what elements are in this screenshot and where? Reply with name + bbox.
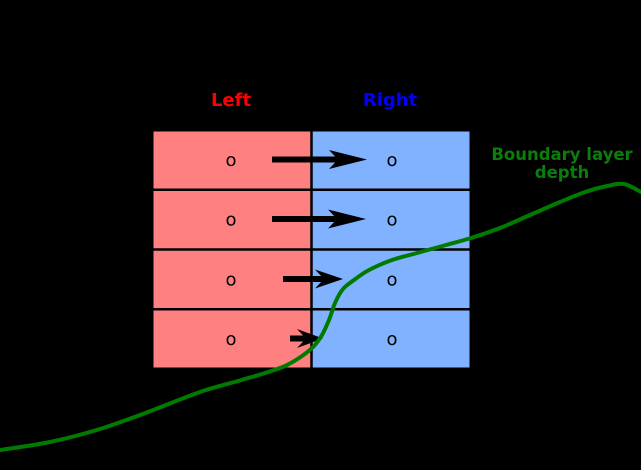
boundary-layer-label-line1: Boundary layer — [491, 145, 633, 164]
boundary-layer-label: Boundary layer depth — [483, 146, 641, 182]
wind-arrow-row-4-head-icon — [297, 329, 323, 348]
parcel-marker-right: o — [386, 329, 397, 350]
parcel-marker-right: o — [386, 210, 397, 231]
parcel-marker-left: o — [225, 329, 236, 350]
parcel-marker-right: o — [386, 269, 397, 290]
parcel-marker-left: o — [225, 269, 236, 290]
right-column-label: Right — [362, 90, 418, 111]
wind-arrow-row-1-head-icon — [329, 150, 367, 169]
parcel-marker-left: o — [225, 150, 236, 171]
parcel-marker-right: o — [386, 150, 397, 171]
boundary-layer-depth-curve — [0, 181, 641, 452]
table-border — [150, 128, 473, 371]
parcel-marker-left: o — [225, 210, 236, 231]
wind-arrow-row-2-head-icon — [328, 209, 366, 229]
left-column-label: Left — [210, 90, 252, 111]
wind-arrow-row-3-head-icon — [315, 269, 343, 289]
boundary-layer-label-line2: depth — [534, 163, 590, 182]
